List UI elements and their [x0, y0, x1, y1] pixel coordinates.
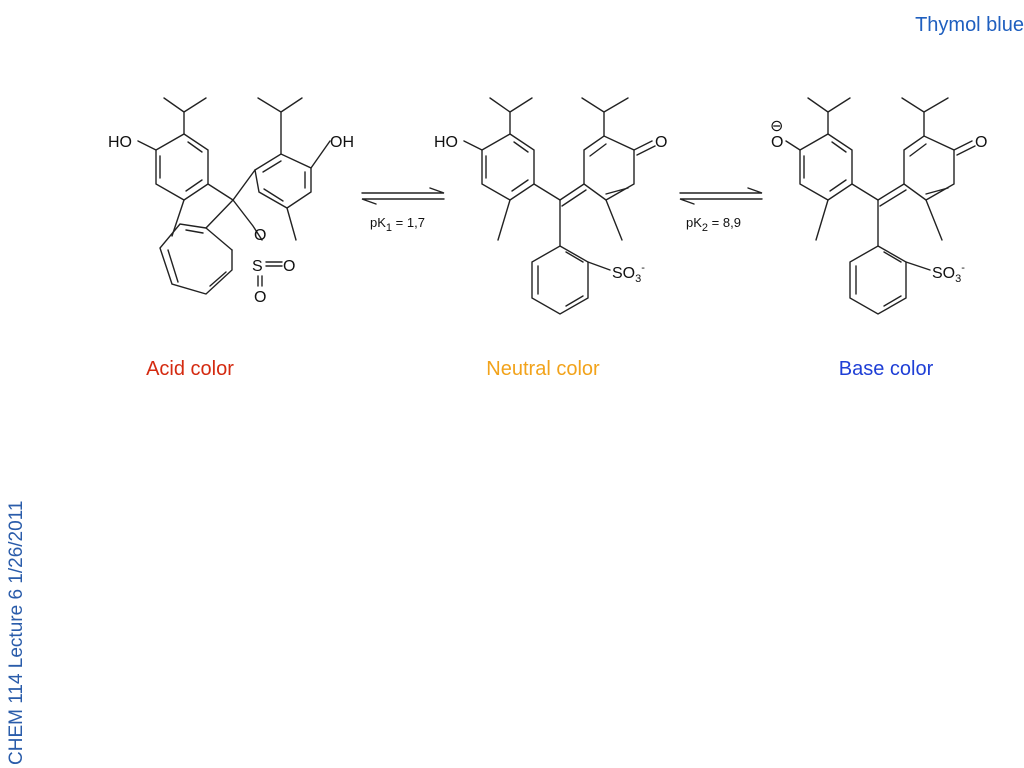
equilibrium-arrow-2: pK2 = 8,9	[679, 187, 763, 234]
base-carbonyl-oxygen: O	[975, 134, 987, 151]
neutral-carbonyl-oxygen: O	[655, 134, 667, 151]
acid-ring-oxygen: O	[254, 227, 266, 244]
acid-color-caption: Acid color	[146, 358, 234, 380]
neutral-form-structure: HO O SO3-	[434, 97, 667, 315]
base-color-caption: Base color	[838, 358, 934, 380]
acid-hydroxyl-left: HO	[108, 134, 132, 151]
acid-sulfur: S	[252, 258, 263, 275]
neutral-hydroxyl: HO	[434, 134, 458, 151]
neutral-sulfonate: SO3-	[612, 262, 645, 285]
slide-title: Thymol blue	[915, 14, 1024, 36]
equilibrium-arrow-1: pK1 = 1,7	[361, 187, 445, 234]
base-phenoxide-oxygen: O	[771, 134, 783, 151]
neutral-color-caption: Neutral color	[486, 358, 600, 380]
acid-sulfonyl-oxygen-2: O	[254, 289, 266, 306]
pk2-label: pK2 = 8,9	[686, 215, 741, 234]
pk1-label: pK1 = 1,7	[370, 215, 425, 234]
base-sulfonate: SO3-	[932, 262, 965, 285]
acid-hydroxyl-right: OH	[330, 134, 354, 151]
base-phenoxide-charge: ⊖	[770, 118, 783, 135]
base-form-structure: O ⊖ O SO3-	[770, 97, 987, 315]
acid-form-structure: HO OH O S O O	[108, 97, 354, 306]
acid-sulfonyl-oxygen-1: O	[283, 258, 295, 275]
